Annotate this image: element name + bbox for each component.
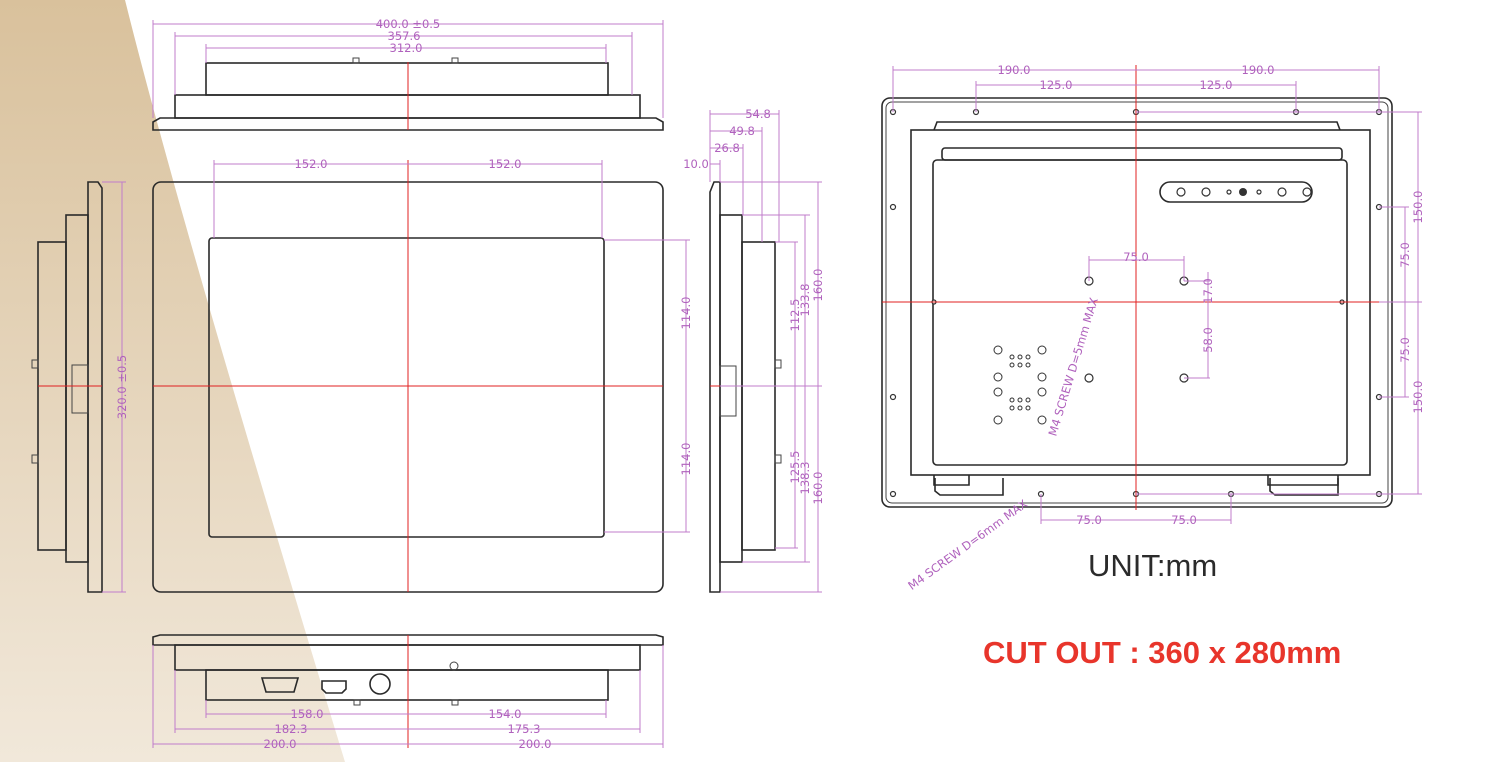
dim-lower-3: 160.0	[811, 472, 825, 505]
dim-top-bezel: 357.6	[388, 29, 421, 43]
dim-bottom-right-1: 154.0	[489, 707, 522, 721]
dim-bottom-left-1: 158.0	[291, 707, 324, 721]
mount-screw-note: M4 SCREW D=6mm MAX	[905, 497, 1030, 593]
dim-vesa-bottom: 58.0	[1201, 327, 1215, 353]
dim-rear-bottom-left: 75.0	[1076, 513, 1102, 527]
front-view: 152.0 152.0 114.0 114.0	[152, 157, 693, 593]
right-side-view: 54.8 49.8 26.8 10.0 112.5 133.8 160.0 12…	[683, 107, 825, 593]
top-view: 400.0 ±0.5 357.6 312.0	[152, 17, 664, 131]
dim-rear-inner-right: 125.0	[1200, 78, 1233, 92]
dim-rear-inner-upper: 75.0	[1398, 242, 1412, 268]
dim-rear-right-lower: 150.0	[1411, 381, 1425, 414]
dim-rear-outer-right: 190.0	[1242, 63, 1275, 77]
left-side-view: 320.0 ±0.5	[31, 181, 129, 593]
dim-upper-1: 112.5	[788, 299, 802, 332]
dim-front-upper: 114.0	[679, 297, 693, 330]
dim-rear-right-upper: 150.0	[1411, 191, 1425, 224]
dim-rear-inner-left: 125.0	[1040, 78, 1073, 92]
osd-button-strip	[1159, 181, 1313, 203]
dim-vesa-width: 75.0	[1123, 250, 1149, 264]
hdmi-port-icon	[321, 680, 347, 694]
vesa-screw-note: M4 SCREW D=5mm MAX	[1045, 296, 1101, 438]
dim-vesa-top: 17.0	[1201, 278, 1215, 304]
background-swoosh	[0, 0, 345, 762]
bottom-view: 158.0 154.0 182.3 175.3 200.0 200.0	[152, 634, 664, 751]
dim-bottom-right-2: 175.3	[508, 722, 541, 736]
dim-depth-total: 54.8	[745, 107, 771, 121]
dim-rear-outer-left: 190.0	[998, 63, 1031, 77]
dim-upper-2: 133.8	[798, 284, 812, 317]
power-jack-icon	[369, 673, 391, 695]
dim-depth-mid: 26.8	[714, 141, 740, 155]
unit-label: UNIT:mm	[1088, 548, 1218, 583]
dim-bottom-right-3: 200.0	[519, 737, 552, 751]
vent-holes	[993, 345, 1047, 425]
dim-front-right: 152.0	[489, 157, 522, 171]
dim-upper-3: 160.0	[811, 269, 825, 302]
dim-rear-bottom-right: 75.0	[1171, 513, 1197, 527]
dim-depth-body: 49.8	[729, 124, 755, 138]
vga-port-icon	[260, 677, 300, 693]
dim-rear-inner-lower: 75.0	[1398, 337, 1412, 363]
dim-front-left: 152.0	[295, 157, 328, 171]
dim-lower-1: 125.5	[788, 451, 802, 484]
cutout-label: CUT OUT : 360 x 280mm	[983, 635, 1342, 670]
dim-lower-2: 138.3	[798, 462, 812, 495]
dim-bottom-left-2: 182.3	[275, 722, 308, 736]
dim-front-lower: 114.0	[679, 443, 693, 476]
dim-top-overall: 400.0 ±0.5	[376, 17, 441, 31]
dim-top-body: 312.0	[390, 41, 423, 55]
osd-buttons	[1176, 187, 1312, 197]
dim-bottom-left-3: 200.0	[264, 737, 297, 751]
rear-view: 190.0 190.0 125.0 125.0 150.0 150.0 75.0…	[881, 63, 1425, 593]
dim-depth-frame: 10.0	[683, 157, 709, 171]
dim-side-height: 320.0 ±0.5	[115, 355, 129, 420]
